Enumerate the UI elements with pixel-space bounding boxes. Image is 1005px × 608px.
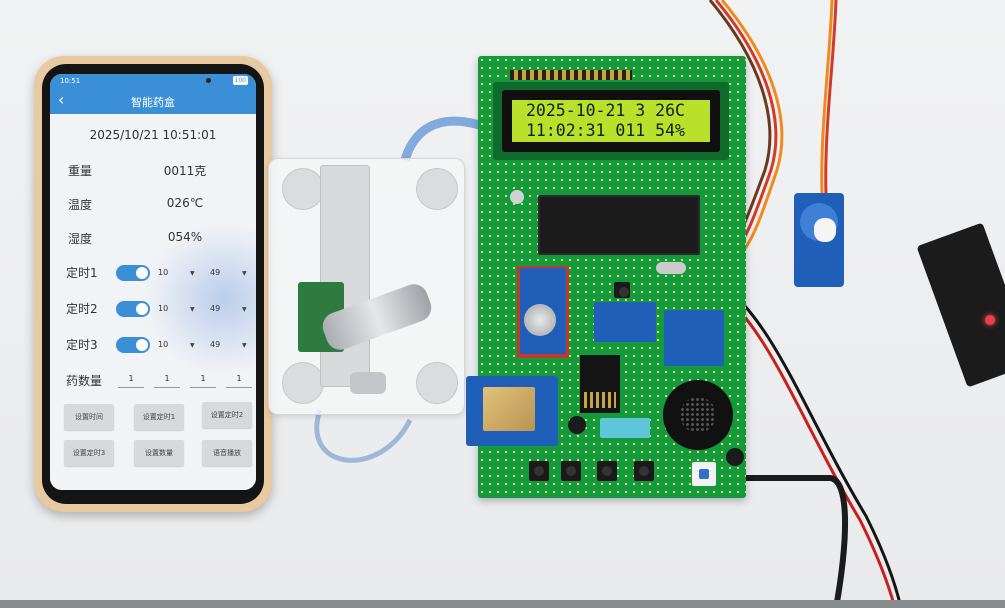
servo-wire-orange xyxy=(720,0,784,260)
app-title: 智能药盒 xyxy=(131,96,175,109)
audio-module xyxy=(664,310,724,366)
timer3-minute[interactable]: 49 xyxy=(210,340,221,349)
set-timer3-button[interactable]: 设置定时3 xyxy=(64,440,114,466)
servo-horn xyxy=(814,218,836,242)
quantity-input-4[interactable]: 1 xyxy=(236,374,242,383)
buzzer xyxy=(510,190,524,204)
crystal-oscillator xyxy=(656,262,686,274)
lcd-line-2: 11:02:31 011 54% xyxy=(526,121,685,140)
input-underline xyxy=(118,387,144,388)
quantity-label: 药数量 xyxy=(66,374,103,388)
sensor-led-icon xyxy=(985,315,995,325)
weight-label: 重量 xyxy=(68,164,93,178)
tactile-button-3[interactable] xyxy=(597,461,617,481)
timer2-hour[interactable]: 10 xyxy=(158,304,169,313)
video-progress-strip xyxy=(0,600,1005,608)
capacitor xyxy=(726,448,744,466)
chevron-down-icon[interactable]: ▼ xyxy=(190,342,195,349)
coin-cell-battery xyxy=(524,304,556,336)
timer1-label: 定时1 xyxy=(66,266,98,280)
plate-foot xyxy=(282,362,324,404)
phone: 10:51 100 ‹ 智能药盒 2025/10/21 10:51:01 重量 … xyxy=(34,56,272,512)
tactile-button-4[interactable] xyxy=(634,461,654,481)
set-timer2-button[interactable]: 设置定时2 xyxy=(202,402,252,428)
power-wire-black xyxy=(723,284,903,608)
timer2-minute[interactable]: 49 xyxy=(210,304,221,313)
toggle-knob xyxy=(136,339,148,351)
chevron-down-icon[interactable]: ▼ xyxy=(190,270,195,277)
load-cell-cable xyxy=(314,409,413,463)
antenna-trace xyxy=(584,392,616,408)
current-datetime: 2025/10/21 10:51:01 xyxy=(89,128,217,142)
status-bar: 10:51 100 xyxy=(50,74,256,88)
timer2-toggle[interactable] xyxy=(116,301,150,317)
set-timer1-button[interactable]: 设置定时1 xyxy=(134,404,184,430)
reset-button[interactable] xyxy=(614,282,630,298)
voice-play-button[interactable]: 语音播放 xyxy=(202,440,252,466)
timer1-minute[interactable]: 49 xyxy=(210,268,221,277)
tactile-button-2[interactable] xyxy=(561,461,581,481)
chevron-down-icon[interactable]: ▼ xyxy=(242,342,247,349)
servo-lead-red xyxy=(824,0,838,196)
weight-value: 0011克 xyxy=(163,164,207,178)
power-switch[interactable] xyxy=(692,462,716,486)
temperature-label: 温度 xyxy=(68,198,93,212)
timer3-toggle[interactable] xyxy=(116,337,150,353)
input-underline xyxy=(226,387,252,388)
microcontroller-chip xyxy=(538,195,700,255)
wifi-shield-can xyxy=(483,387,535,431)
plate-foot xyxy=(282,168,324,210)
toggle-knob xyxy=(136,267,148,279)
dht11-sensor xyxy=(600,418,650,438)
quantity-input-1[interactable]: 1 xyxy=(128,374,134,383)
timer3-label: 定时3 xyxy=(66,338,98,352)
lcd-line-1: 2025-10-21 3 26C xyxy=(526,101,685,120)
background-splash xyxy=(146,224,256,374)
timer2-label: 定时2 xyxy=(66,302,98,316)
tactile-button-1[interactable] xyxy=(529,461,549,481)
timer1-hour[interactable]: 10 xyxy=(158,268,169,277)
lcd-header-pins xyxy=(510,70,632,80)
input-underline xyxy=(190,387,216,388)
set-time-button[interactable]: 设置时间 xyxy=(64,404,114,430)
dc-jack-cable xyxy=(740,475,849,608)
quantity-input-3[interactable]: 1 xyxy=(200,374,206,383)
temperature-value: 026℃ xyxy=(166,196,204,210)
status-time: 10:51 xyxy=(60,77,81,85)
back-arrow-icon[interactable]: ‹ xyxy=(58,90,65,109)
timer3-hour[interactable]: 10 xyxy=(158,340,169,349)
quantity-input-2[interactable]: 1 xyxy=(164,374,170,383)
humidity-label: 湿度 xyxy=(68,232,93,246)
set-quantity-button[interactable]: 设置数量 xyxy=(134,440,184,466)
app-bar: ‹ 智能药盒 xyxy=(50,88,256,114)
chevron-down-icon[interactable]: ▼ xyxy=(190,306,195,313)
app-content: 2025/10/21 10:51:01 重量 0011克 温度 026℃ 湿度 … xyxy=(50,114,256,490)
battery-icon: 100 xyxy=(232,76,248,85)
capacitor xyxy=(568,416,586,434)
chevron-down-icon[interactable]: ▼ xyxy=(242,270,247,277)
chevron-down-icon[interactable]: ▼ xyxy=(242,306,247,313)
timer1-toggle[interactable] xyxy=(116,265,150,281)
servo-lead xyxy=(820,0,834,196)
speaker-grille xyxy=(680,397,716,433)
load-cell-bar xyxy=(320,165,370,387)
phone-screen: 10:51 100 ‹ 智能药盒 2025/10/21 10:51:01 重量 … xyxy=(50,74,256,490)
driver-module xyxy=(594,302,656,342)
plate-foot xyxy=(416,362,458,404)
mounting-nut xyxy=(350,372,386,394)
front-camera-icon xyxy=(206,78,211,83)
phone-bezel: 10:51 100 ‹ 智能药盒 2025/10/21 10:51:01 重量 … xyxy=(42,64,264,504)
servo-wire-red xyxy=(714,0,778,256)
input-underline xyxy=(154,387,180,388)
humidity-value: 054% xyxy=(167,230,203,244)
plate-foot xyxy=(416,168,458,210)
toggle-knob xyxy=(136,303,148,315)
